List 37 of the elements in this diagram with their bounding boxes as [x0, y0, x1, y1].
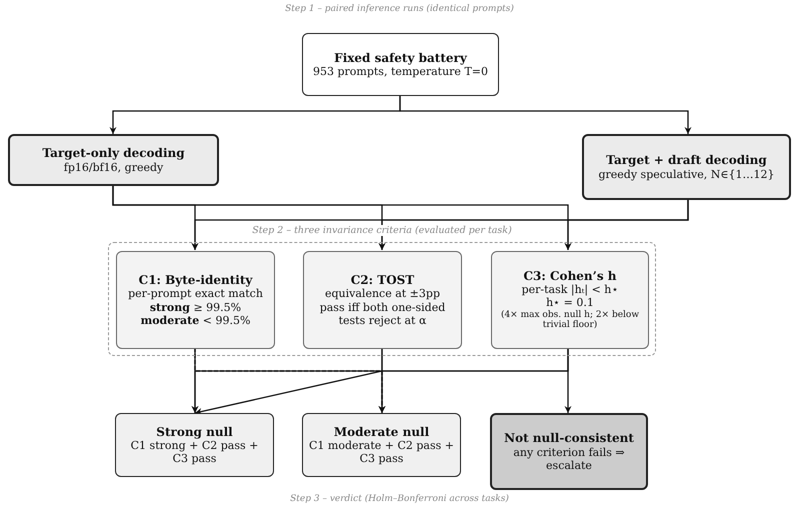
box-text: equivalence at ±3pp: [325, 287, 440, 301]
box-text: C1 strong + C2 pass + C3 pass: [130, 439, 260, 466]
box-text: per-task |hₜ| < h⋆: [522, 283, 618, 296]
box-title: Target + draft decoding: [606, 153, 767, 168]
criterion-box: [116, 251, 275, 349]
process-box: [582, 134, 791, 200]
process-box: [8, 134, 219, 186]
step-caption: Step 3 – verdict (Holm–Bonferroni across tasks): [290, 494, 509, 504]
box-title: C2: TOST: [350, 273, 414, 288]
criterion-box: [491, 251, 649, 349]
criterion-box: [303, 251, 462, 349]
arrow: [564, 348, 572, 413]
box-text: any criterion fails ⇒ escalate: [512, 446, 626, 472]
box-text: pass iff both one-sided tests reject at α: [318, 300, 446, 327]
box-text: per-prompt exact match: [128, 287, 263, 301]
box-text: greedy speculative, N∈{1…12}: [598, 168, 774, 181]
verdict-box: [490, 413, 648, 490]
arrow: [399, 96, 692, 134]
box-title: Strong null: [156, 424, 233, 439]
box-text: fp16/bf16, greedy: [64, 160, 164, 174]
input-box: [302, 33, 499, 96]
box-title: C3: Cohen’s h: [524, 268, 616, 284]
box-title: Target-only decoding: [42, 146, 185, 161]
box-text: strong ≥ 99.5%: [150, 300, 242, 314]
verdict-box: [115, 413, 274, 477]
box-text: moderate < 99.5%: [140, 314, 250, 327]
arrow: [564, 200, 689, 250]
verdict-box: [302, 413, 461, 477]
box-text: 953 prompts, temperature T=0: [313, 65, 488, 78]
step-caption: Step 1 – paired inference runs (identical prompts): [285, 4, 514, 14]
box-title: Not null-consistent: [504, 431, 634, 446]
box-text: C1 moderate + C2 pass + C3 pass: [309, 439, 454, 466]
box-title: Fixed safety battery: [334, 50, 467, 66]
box-title: C1: Byte-identity: [138, 273, 252, 288]
box-text: h⋆ = 0.1: [546, 296, 594, 310]
box-title: Moderate null: [334, 424, 430, 439]
box-text: (4× max obs. null h; 2× below trivial floor): [500, 310, 640, 332]
